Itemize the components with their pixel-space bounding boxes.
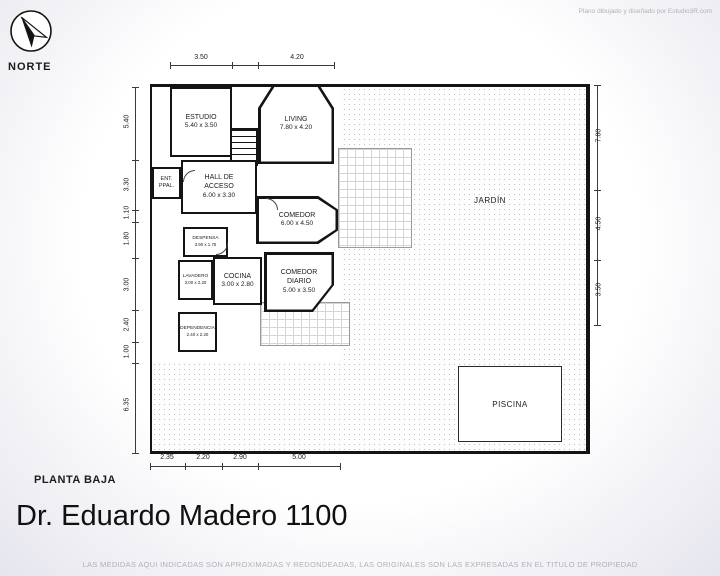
dim-tick [132, 363, 139, 364]
room-dims: 2.40 x 2.20 [186, 332, 209, 338]
dim-tick [132, 342, 139, 343]
dim-tick [170, 62, 171, 69]
dim-label: 2.20 [196, 454, 210, 461]
pool: PISCINA [458, 366, 562, 442]
room-cocina: COCINA 3.00 x 2.80 [213, 257, 262, 305]
room-label: ENT. PPAL. [158, 176, 175, 189]
dim-tick [132, 222, 139, 223]
dim-label: 3.30 [123, 177, 131, 192]
door-arc [183, 170, 195, 182]
dimension-right: 7.80 4.50 3.50 [588, 84, 610, 334]
dim-tick [340, 463, 341, 470]
room-estudio: ESTUDIO 5.40 x 3.50 [170, 87, 232, 157]
room-despensa: DESPENSA 3.90 x 1.75 [183, 227, 228, 257]
dim-label: 2.35 [160, 454, 174, 461]
dim-tick [132, 210, 139, 211]
room-floor [260, 86, 332, 162]
dim-tick [594, 260, 601, 261]
dim-tick [150, 463, 151, 470]
dim-tick [594, 85, 601, 86]
dim-label: 1.80 [123, 231, 131, 246]
room-label: COMEDOR DIARIO [280, 269, 318, 285]
dim-label: 4.50 [595, 216, 603, 231]
dim-tick [132, 310, 139, 311]
room-dims: 6.00 x 4.50 [280, 220, 314, 228]
pool-label: PISCINA [492, 399, 528, 409]
dim-tick [594, 325, 601, 326]
dim-tick [334, 62, 335, 69]
room-lavadero: LAVADERO 3.00 x 2.20 [178, 260, 213, 300]
room-dims: 3.00 x 2.80 [221, 281, 254, 289]
room-dims: 3.90 x 1.75 [194, 242, 217, 248]
room-label: HALL DE ACCESO [204, 174, 234, 190]
north-label: NORTE [8, 61, 52, 73]
dim-label: 7.80 [595, 128, 603, 143]
room-label: COMEDOR [278, 211, 316, 219]
dim-line [597, 85, 598, 325]
disclaimer-text: LAS MEDIDAS AQUI INDICADAS SON APROXIMAD… [82, 560, 638, 569]
dim-label: 3.00 [123, 277, 131, 292]
room-dims: 7.80 x 4.20 [279, 124, 313, 132]
dim-tick [132, 453, 139, 454]
room-dims: 5.40 x 3.50 [184, 122, 218, 130]
room-dims: 3.00 x 2.20 [184, 280, 207, 286]
room-label-group: COMEDOR 6.00 x 4.50 [256, 196, 338, 244]
room-hall-de-acceso: HALL DE ACCESO 6.00 x 3.30 [181, 160, 257, 214]
dim-label: 5.40 [123, 114, 131, 129]
dimension-left: 5.40 3.30 1.10 1.80 3.00 2.40 1.00 6.35 [122, 84, 142, 456]
dim-tick [258, 62, 259, 69]
room-dims: 5.00 x 3.50 [282, 286, 316, 294]
room-label: LIVING [284, 115, 308, 123]
dim-line [135, 87, 136, 453]
dimension-top: 3.50 4.20 [150, 54, 350, 70]
dimension-bottom: 2.35 2.20 2.90 5.00 [148, 454, 348, 472]
stairs [230, 128, 258, 166]
room-floor [258, 198, 336, 242]
dim-label: 1.00 [123, 344, 131, 359]
page-title: Dr. Eduardo Madero 1100 [16, 500, 348, 532]
dim-line [150, 466, 340, 467]
dim-tick [222, 463, 223, 470]
room-comedor: COMEDOR 6.00 x 4.50 [256, 196, 338, 244]
room-living: LIVING 7.80 x 4.20 [258, 84, 334, 164]
dim-label: 6.35 [123, 397, 131, 412]
dim-tick [232, 62, 233, 69]
north-indicator: NORTE [8, 8, 68, 73]
floor-plan: ESTUDIO 5.40 x 3.50 ENT. PPAL. HALL DE A… [150, 84, 590, 454]
dim-label: 3.50 [194, 54, 208, 61]
north-arrow-icon [10, 10, 52, 52]
room-label: LAVADERO [182, 274, 209, 280]
garden-label: JARDÍN [474, 196, 506, 205]
dim-label: 2.90 [233, 454, 247, 461]
dim-tick [594, 190, 601, 191]
dim-tick [132, 160, 139, 161]
room-label: ESTUDIO [185, 113, 217, 121]
dim-label: 3.50 [595, 282, 603, 297]
dim-label: 2.40 [123, 317, 131, 332]
credit-text: Plano dibujado y diseñado por Estudio3R.… [578, 8, 712, 15]
room-label-group: LIVING 7.80 x 4.20 [258, 84, 334, 164]
dim-tick [132, 87, 139, 88]
room-comedor-diario: COMEDOR DIARIO 5.00 x 3.50 [264, 252, 334, 312]
dim-tick [258, 463, 259, 470]
dim-tick [132, 258, 139, 259]
dim-label: 4.20 [290, 54, 304, 61]
patio-tiles-east [338, 148, 412, 248]
plan-name: PLANTA BAJA [34, 474, 116, 486]
room-label: DESPENSA [192, 236, 219, 242]
dim-label: 5.00 [292, 454, 306, 461]
dim-line [170, 65, 334, 66]
dim-tick [185, 463, 186, 470]
room-dims: 6.00 x 3.30 [202, 191, 236, 199]
room-dependencia: DEPENDENCIA 2.40 x 2.20 [178, 312, 217, 352]
room-label: DEPENDENCIA [180, 326, 215, 332]
room-label-group: COMEDOR DIARIO 5.00 x 3.50 [264, 252, 334, 312]
room-entrada-principal: ENT. PPAL. [152, 167, 181, 199]
room-label: COCINA [223, 272, 252, 280]
